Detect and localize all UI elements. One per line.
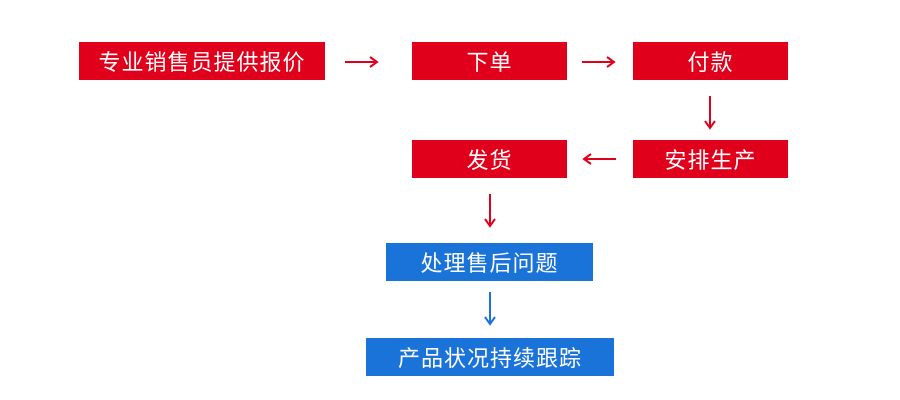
step-after-sales-label: 处理售后问题 [420,252,559,277]
step-shipping: 发货 [412,140,567,178]
arrow-down-icon [704,96,716,130]
step-payment-label: 付款 [687,51,734,76]
step-tracking: 产品状况持续跟踪 [366,338,614,376]
step-shipping-label: 发货 [466,149,513,174]
step-production-label: 安排生产 [664,149,757,174]
arrow-left-icon [582,153,616,165]
step-tracking-label: 产品状况持续跟踪 [397,347,582,372]
step-after-sales: 处理售后问题 [386,243,593,281]
step-sales-quote-label: 专业销售员提供报价 [98,51,306,76]
arrow-down-icon [484,194,496,228]
step-payment: 付款 [633,42,788,80]
arrow-right-icon [345,56,379,68]
step-production: 安排生产 [633,140,788,178]
step-order-label: 下单 [466,51,513,76]
step-sales-quote: 专业销售员提供报价 [79,42,325,80]
arrow-down-icon [484,292,496,326]
step-order: 下单 [412,42,567,80]
arrow-right-icon [582,56,616,68]
